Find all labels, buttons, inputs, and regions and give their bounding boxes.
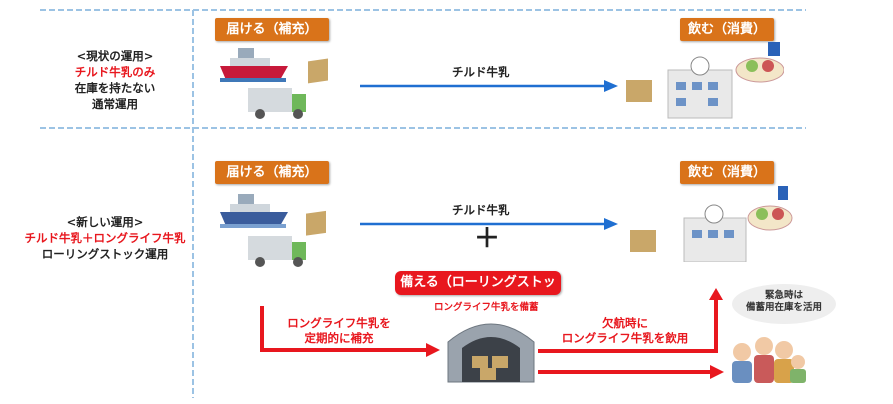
current-side-label: <現状の運用> チルド牛乳のみ 在庫を持たない 通常運用 (40, 48, 190, 112)
school-lunch-icon-2 (630, 186, 793, 262)
emergency-balloon: 緊急時は 備蓄用在庫を活用 (732, 284, 836, 324)
rolling-stock-label: 備える（ローリングストック） (395, 271, 561, 314)
new-consume-label: 飲む（消費） (680, 161, 774, 184)
balloon-line2: 備蓄用在庫を活用 (745, 302, 822, 313)
new-side-label: <新しい運用> チルド牛乳＋ロングライフ牛乳 ローリングストック運用 (18, 214, 192, 262)
current-line3: 在庫を持たない (74, 81, 156, 95)
new-arrow-label: チルド牛乳 (452, 203, 510, 217)
current-title: <現状の運用> (76, 49, 154, 63)
new-line3: ローリングストック運用 (41, 247, 169, 261)
current-deliver-label: 届ける（補充） (215, 18, 329, 41)
balloon-line1: 緊急時は (764, 290, 803, 301)
school-lunch-icon (626, 42, 784, 119)
new-title: <新しい運用> (66, 215, 144, 229)
current-chilled-arrow (360, 80, 618, 92)
new-chilled-arrow (360, 218, 618, 230)
ship-truck-icon-2 (220, 194, 326, 267)
plus-sign: ＋ (474, 224, 501, 254)
outage-line2: ロングライフ牛乳を飲用 (561, 331, 689, 345)
current-arrow-label: チルド牛乳 (452, 65, 510, 79)
replenish-line1: ロングライフ牛乳を (287, 316, 391, 330)
current-line4: 通常運用 (92, 97, 138, 111)
warehouse-caption: ロングライフ牛乳を備蓄 (434, 302, 539, 313)
new-deliver-label: 届ける（補充） (215, 161, 329, 184)
new-red-text: チルド牛乳＋ロングライフ牛乳 (24, 231, 186, 245)
current-consume-label: 飲む（消費） (680, 18, 774, 41)
outage-line1: 欠航時に (602, 316, 648, 330)
replenish-line2: 定期的に補充 (304, 331, 374, 345)
replenish-note: ロングライフ牛乳を 定期的に補充 (284, 316, 394, 346)
outage-note: 欠航時に ロングライフ牛乳を飲用 (550, 316, 700, 346)
warehouse-icon (447, 323, 535, 383)
current-red-text: チルド牛乳のみ (74, 65, 156, 79)
ship-truck-icon (220, 48, 328, 119)
family-icon (732, 337, 806, 383)
